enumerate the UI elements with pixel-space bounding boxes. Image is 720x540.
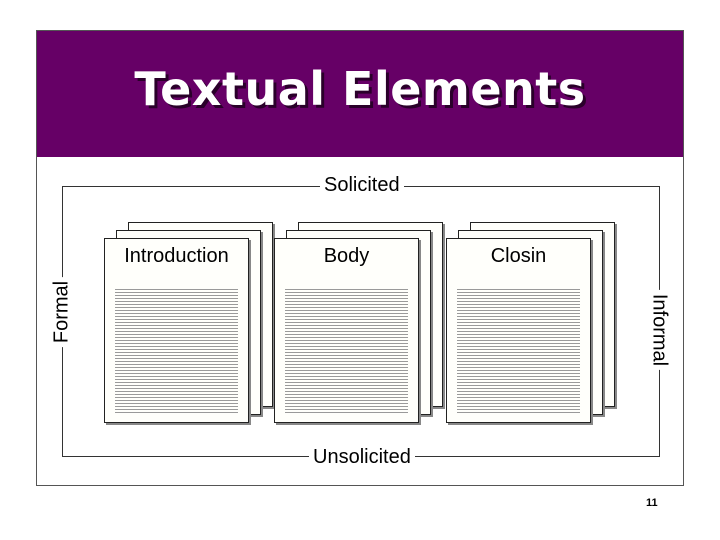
slide-number: 11 bbox=[646, 497, 658, 509]
document-label: Introduction bbox=[105, 245, 248, 268]
solicited-label: Solicited bbox=[320, 174, 404, 197]
document-label: Closin bbox=[447, 245, 590, 268]
text-lines bbox=[115, 289, 238, 414]
unsolicited-label: Unsolicited bbox=[309, 446, 415, 469]
slide-title: Textual Elements bbox=[37, 62, 683, 116]
document-page-closing: Closin bbox=[446, 238, 591, 423]
text-lines bbox=[285, 289, 408, 414]
text-lines bbox=[457, 289, 580, 414]
document-page-introduction: Introduction bbox=[104, 238, 249, 423]
document-page-body: Body bbox=[274, 238, 419, 423]
document-label: Body bbox=[275, 245, 418, 268]
formal-label: Formal bbox=[51, 277, 74, 347]
informal-label: Informal bbox=[648, 290, 671, 370]
